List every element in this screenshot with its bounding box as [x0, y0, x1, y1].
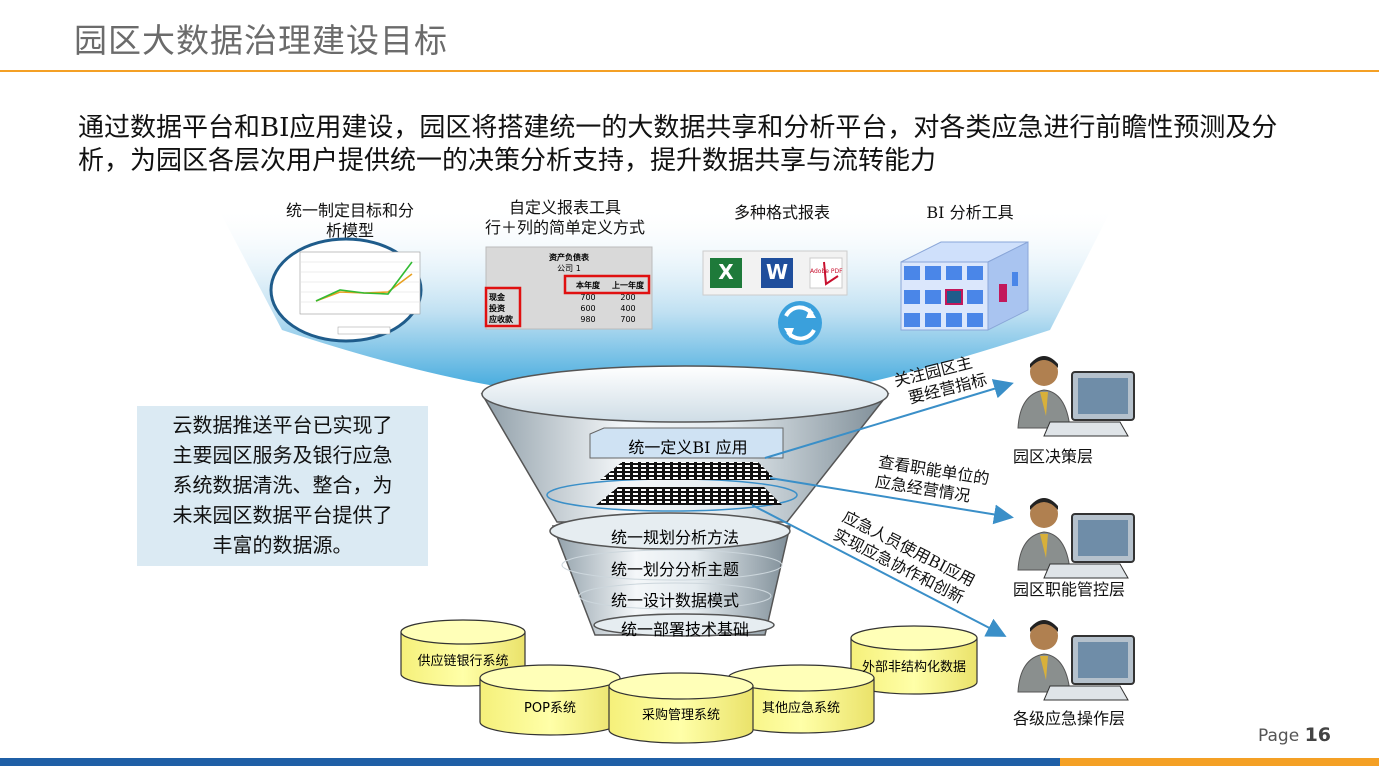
funnel-layer-2: 统一划分分析主题	[610, 560, 739, 579]
page-label: Page	[1258, 726, 1300, 746]
footer-bar-blue	[0, 758, 1060, 766]
person-icon-functional	[1017, 498, 1135, 579]
sheet-cell: 400	[620, 304, 636, 313]
custom-report-label: 自定义报表工具 行＋列的简单定义方式	[462, 198, 668, 238]
custom-report-label-line2: 行＋列的简单定义方式	[484, 218, 645, 237]
side-note-line: 系统数据清洗、整合，为	[172, 473, 393, 497]
goal-model-label-line2: 析模型	[325, 221, 374, 240]
goal-model-chart	[269, 237, 423, 343]
cylinder-external	[850, 625, 978, 695]
side-note-line: 未来园区数据平台提供了	[172, 503, 393, 527]
sheet-row-labels: 现金 投资 应收款	[489, 292, 513, 325]
funnel	[480, 365, 890, 637]
page-number: Page 16	[1258, 724, 1331, 746]
sheet-company: 公司 1	[557, 264, 581, 273]
intro-text: 通过数据平台和BI应用建设，园区将搭建统一的大数据共享和分析平台，对各类应急进行…	[78, 113, 1278, 176]
sheet-cell: 600	[580, 304, 596, 313]
person-icon-operations	[1017, 620, 1135, 701]
source-cylinders	[400, 619, 978, 744]
goal-model-label: 统一制定目标和分 析模型	[270, 201, 430, 241]
source-procurement: 采购管理系统	[641, 708, 720, 723]
role-operations: 各级应急操作层	[1013, 709, 1126, 728]
footer-bar-orange	[1060, 758, 1379, 766]
funnel-top-label: 统一定义BI 应用	[628, 438, 748, 457]
funnel-layer-1: 统一规划分析方法	[610, 528, 739, 547]
role-functional: 园区职能管控层	[1013, 580, 1126, 599]
person-icon-decision	[1017, 356, 1135, 437]
funnel-layer-3: 统一设计数据模式	[610, 591, 739, 610]
cylinder-pop	[479, 664, 621, 736]
sheet-row-label: 应收款	[489, 315, 513, 324]
role-decision: 园区决策层	[1013, 447, 1094, 466]
sheet-col-current: 本年度	[576, 281, 600, 290]
source-other: 其他应急系统	[761, 701, 840, 716]
sheet-col-last-values: 200 400 700	[607, 292, 649, 325]
sheet-title: 资产负债表	[549, 253, 589, 262]
data-grid-plate-2	[596, 487, 782, 505]
side-note-line: 主要园区服务及银行应急	[172, 443, 393, 467]
side-note-line: 丰富的数据源。	[212, 533, 353, 557]
page-number-value: 16	[1304, 724, 1332, 746]
bi-tool-label: BI 分析工具	[926, 203, 1014, 222]
sheet-col-last: 上一年度	[612, 281, 644, 290]
role-arrows	[751, 379, 1014, 637]
sheet-row-label: 现金	[489, 293, 505, 302]
pdf-icon: Adobe PDF	[810, 268, 843, 275]
formats-label: 多种格式报表	[733, 203, 830, 222]
side-note-box: 云数据推送平台已实现了 主要园区服务及银行应急 系统数据清洗、整合，为 未来园区…	[137, 406, 428, 566]
side-note-line: 云数据推送平台已实现了	[172, 413, 393, 437]
funnel-layer-4: 统一部署技术基础	[620, 620, 749, 639]
sheet-row-label: 投资	[489, 304, 505, 313]
sheet-cell: 200	[620, 293, 636, 302]
sheet-col-current-values: 700 600 980	[569, 292, 607, 325]
sheet-cell: 700	[580, 293, 596, 302]
sheet-cell: 980	[580, 315, 596, 324]
sheet-cell: 700	[620, 315, 636, 324]
report-sheet-graphic	[484, 246, 653, 330]
cylinder-procurement	[608, 672, 754, 744]
title-divider	[0, 70, 1379, 72]
light-beam	[220, 212, 1110, 396]
excel-icon: X	[718, 260, 734, 284]
source-supply-chain: 供应链银行系统	[417, 654, 509, 669]
page-title: 园区大数据治理建设目标	[74, 21, 448, 60]
data-grid-plate-1	[600, 462, 776, 480]
goal-model-label-line1: 统一制定目标和分	[285, 201, 414, 220]
source-external: 外部非结构化数据	[861, 660, 966, 675]
format-icons	[702, 250, 848, 345]
source-pop: POP系统	[524, 701, 576, 716]
word-icon: W	[765, 260, 789, 284]
custom-report-label-line1: 自定义报表工具	[508, 198, 621, 217]
bi-cube-graphic	[900, 241, 1029, 331]
